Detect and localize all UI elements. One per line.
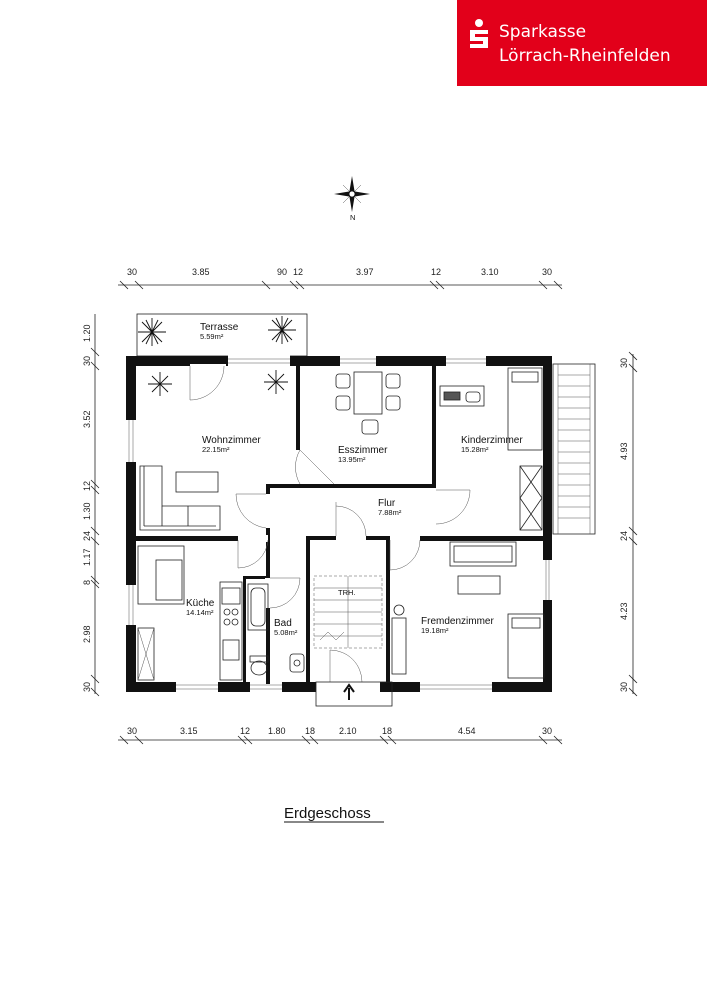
room-name-wohnzimmer: Wohnzimmer bbox=[202, 435, 261, 446]
dim-left-10: 30 bbox=[82, 682, 92, 692]
dim-bottom-6: 2.10 bbox=[339, 726, 357, 736]
bed bbox=[507, 613, 545, 679]
dim-left-2: 30 bbox=[82, 356, 92, 366]
toilet bbox=[249, 655, 269, 676]
dim-left-7: 1.17 bbox=[82, 548, 92, 566]
compass-north-label: N bbox=[350, 213, 355, 222]
coffee-table bbox=[175, 471, 219, 493]
room-area-fremdenzimmer: 19.18m² bbox=[421, 626, 449, 635]
kitchen-counter bbox=[219, 581, 243, 681]
dim-right-2: 4.93 bbox=[619, 442, 629, 460]
dim-top-5: 3.97 bbox=[356, 267, 374, 277]
dim-left-1: 1.20 bbox=[82, 324, 92, 342]
bathtub bbox=[247, 583, 269, 631]
dim-bottom-7: 18 bbox=[382, 726, 392, 736]
bottom-dimension-line bbox=[118, 735, 563, 745]
entrance-step bbox=[315, 681, 393, 707]
dim-left-6: 24 bbox=[82, 531, 92, 541]
brand-name-line1: Sparkasse bbox=[499, 22, 587, 42]
room-name-esszimmer: Esszimmer bbox=[338, 445, 388, 456]
outer-walls bbox=[126, 356, 552, 692]
right-dimension-line bbox=[628, 351, 638, 697]
floor-title: Erdgeschoss bbox=[284, 805, 371, 822]
bed bbox=[507, 367, 543, 451]
room-name-kueche: Küche bbox=[186, 598, 215, 609]
left-dimension-line bbox=[90, 314, 100, 697]
sparkasse-s-icon bbox=[470, 19, 488, 48]
dim-bottom-8: 4.54 bbox=[458, 726, 476, 736]
plant-icon bbox=[264, 370, 288, 394]
sofa bbox=[139, 465, 221, 531]
room-area-wohnzimmer: 22.15m² bbox=[202, 445, 230, 454]
room-name-bad: Bad bbox=[274, 618, 292, 629]
plant-icon bbox=[148, 372, 172, 396]
exterior-stair bbox=[552, 363, 596, 535]
sofa bbox=[449, 541, 517, 567]
room-name-treppenhaus: TRH. bbox=[338, 588, 356, 597]
dim-bottom-2: 3.15 bbox=[180, 726, 198, 736]
door-swings bbox=[189, 365, 471, 683]
dim-top-4: 12 bbox=[293, 267, 303, 277]
dim-bottom-4: 1.80 bbox=[268, 726, 286, 736]
room-area-esszimmer: 13.95m² bbox=[338, 455, 366, 464]
side-table bbox=[391, 604, 407, 675]
windows bbox=[125, 355, 553, 693]
desk bbox=[439, 385, 485, 407]
dim-top-2: 3.85 bbox=[192, 267, 210, 277]
door-gaps bbox=[190, 364, 437, 693]
dim-top-8: 30 bbox=[542, 267, 552, 277]
sink bbox=[289, 653, 305, 673]
compass-icon: N bbox=[334, 176, 370, 222]
room-area-flur: 7.88m² bbox=[378, 508, 402, 517]
dim-top-3: 90 bbox=[277, 267, 287, 277]
room-name-fremdenzimmer: Fremdenzimmer bbox=[421, 616, 494, 627]
dim-bottom-3: 12 bbox=[240, 726, 250, 736]
dim-top-6: 12 bbox=[431, 267, 441, 277]
kitchen-table bbox=[137, 545, 185, 605]
brand-name-line2: Lörrach-Rheinfelden bbox=[499, 46, 671, 66]
room-area-kinderzimmer: 15.28m² bbox=[461, 445, 489, 454]
dim-left-3: 3.52 bbox=[82, 410, 92, 428]
dim-right-3: 24 bbox=[619, 531, 629, 541]
plant-icon bbox=[138, 318, 166, 346]
dim-left-4: 12 bbox=[82, 481, 92, 491]
dim-bottom-1: 30 bbox=[127, 726, 137, 736]
wardrobe bbox=[519, 465, 543, 531]
dim-right-1: 30 bbox=[619, 358, 629, 368]
room-area-terrasse: 5.59m² bbox=[200, 332, 224, 341]
dim-left-5: 1.30 bbox=[82, 502, 92, 520]
entrance-arrow-icon bbox=[343, 683, 355, 700]
top-dimension-line bbox=[118, 280, 563, 290]
coffee-table bbox=[457, 575, 501, 595]
dim-top-7: 3.10 bbox=[481, 267, 499, 277]
staircase bbox=[313, 575, 383, 649]
dim-top-1: 30 bbox=[127, 267, 137, 277]
dim-right-5: 30 bbox=[619, 682, 629, 692]
sparkasse-logo: Sparkasse Lörrach-Rheinfelden bbox=[457, 0, 707, 86]
dim-right-4: 4.23 bbox=[619, 602, 629, 620]
dim-bottom-9: 30 bbox=[542, 726, 552, 736]
plant-icon bbox=[268, 316, 296, 344]
room-name-kinderzimmer: Kinderzimmer bbox=[461, 435, 523, 446]
kitchen-cabinet bbox=[137, 627, 155, 681]
dim-left-9: 2.98 bbox=[82, 625, 92, 643]
room-name-terrasse: Terrasse bbox=[200, 322, 239, 333]
room-area-kueche: 14.14m² bbox=[186, 608, 214, 617]
dining-table bbox=[335, 371, 401, 435]
dim-bottom-5: 18 bbox=[305, 726, 315, 736]
room-area-bad: 5.08m² bbox=[274, 628, 298, 637]
dim-left-8: 8 bbox=[82, 580, 92, 585]
room-name-flur: Flur bbox=[378, 498, 396, 509]
